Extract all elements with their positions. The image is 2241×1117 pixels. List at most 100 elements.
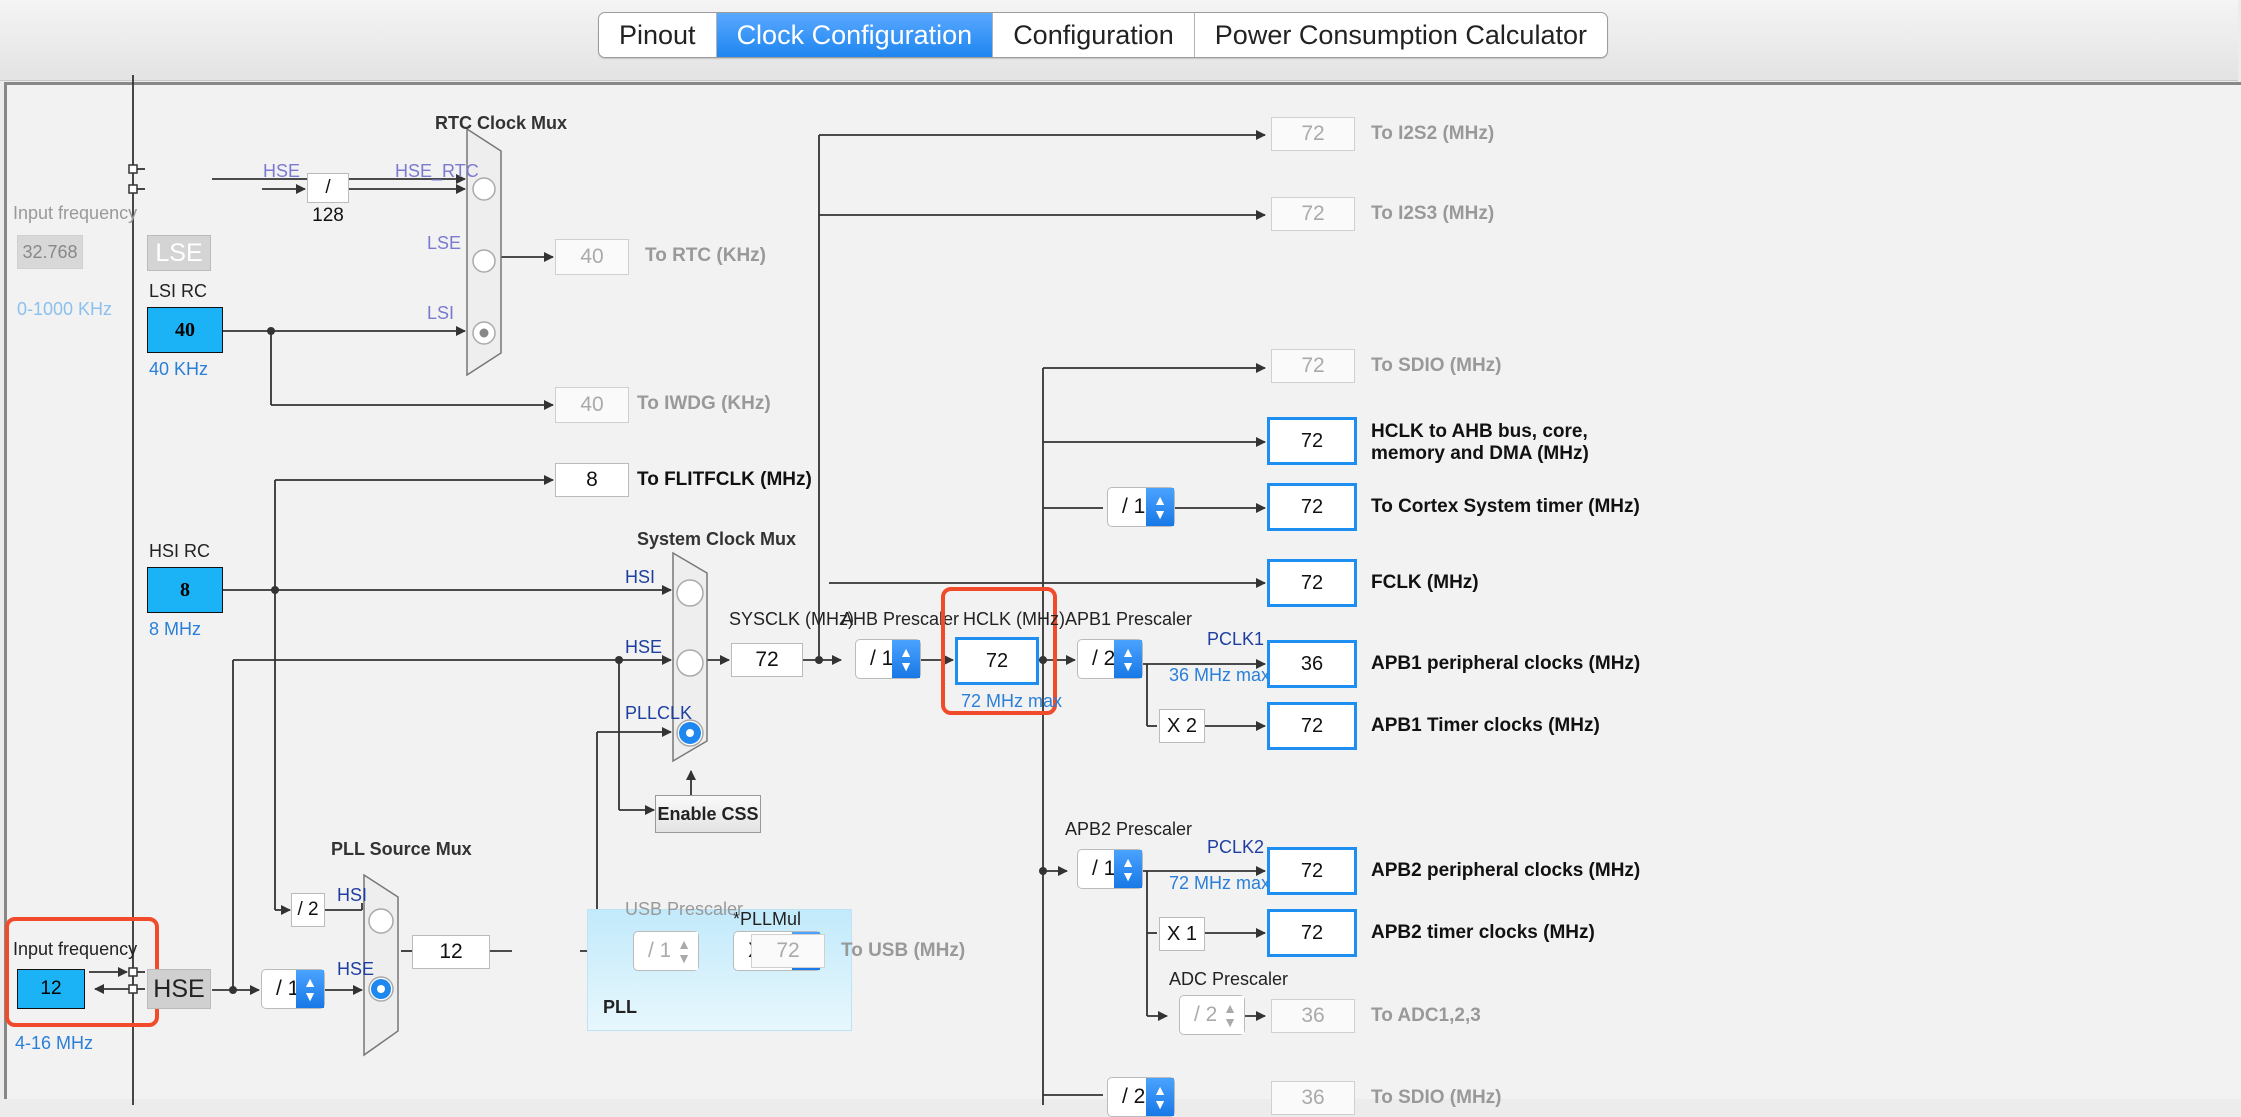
apb2-max-label: 72 MHz max — [1169, 873, 1271, 893]
apb1-peripheral-output-value[interactable]: 36 — [1267, 640, 1357, 688]
sysclk-value: 72 — [731, 643, 803, 677]
apb2-timer-destination-label: APB2 timer clocks (MHz) — [1371, 922, 1595, 943]
sdio-destination-label: To SDIO (MHz) — [1371, 355, 1502, 376]
tab-clock-configuration[interactable]: Clock Configuration — [716, 13, 994, 57]
hse-input-frequency-label: Input frequency — [13, 939, 138, 959]
sdio2-destination-label: To SDIO (MHz) — [1371, 1087, 1502, 1108]
lse-oscillator-box: LSE — [147, 235, 211, 271]
lsi-rc-box[interactable]: 40 — [147, 307, 223, 353]
fclk-output-value[interactable]: 72 — [1267, 559, 1357, 607]
apb1-timer-multiplier: X 2 — [1159, 709, 1205, 743]
adc-prescaler-label: ADC Prescaler — [1169, 969, 1289, 989]
sdio-prescaler-select[interactable]: / 2 ▲▼ — [1107, 1077, 1175, 1117]
fclk-destination-label: FCLK (MHz) — [1371, 572, 1479, 593]
apb2-timer-multiplier: X 1 — [1159, 917, 1205, 951]
iwdg-destination-label: To IWDG (KHz) — [637, 393, 771, 414]
apb1-timer-destination-label: APB1 Timer clocks (MHz) — [1371, 715, 1600, 736]
usb-prescaler-value: / 1 — [648, 939, 672, 962]
chevron-up-down-icon: ▲▼ — [1146, 488, 1174, 526]
rtc-destination-label: To RTC (KHz) — [645, 245, 767, 266]
hclk-max-label: 72 MHz max — [961, 691, 1063, 711]
usb-destination-label: To USB (MHz) — [841, 940, 966, 961]
apb2-peripheral-output-value[interactable]: 72 — [1267, 847, 1357, 895]
clock-tree-canvas: Input frequency 32.768 0-1000 KHz LSE LS… — [4, 75, 2241, 1117]
tab-power-consumption-calculator[interactable]: Power Consumption Calculator — [1214, 20, 1587, 50]
hclk-ahb-output-value[interactable]: 72 — [1267, 417, 1357, 465]
hse-frequency-input[interactable]: 12 — [17, 969, 85, 1009]
lse-frequency-input[interactable]: 32.768 — [17, 235, 83, 269]
ahb-prescaler-label: AHB Prescaler — [841, 609, 960, 629]
flitfclk-output-value: 8 — [555, 463, 629, 497]
apb1-prescaler-label: APB1 Prescaler — [1065, 609, 1193, 629]
adc-prescaler-value: / 2 — [1194, 1003, 1218, 1026]
hsi-rc-label: HSI RC — [149, 541, 211, 561]
hsi-frequency-label: 8 MHz — [149, 619, 202, 639]
tab-bar: Pinout Clock Configuration Configuration… — [0, 0, 2238, 81]
chevron-up-down-icon: ▲▼ — [296, 970, 324, 1008]
hclk-ahb-destination-label-line2: memory and DMA (MHz) — [1371, 443, 1589, 464]
sysmux-pllclk-label: PLLCLK — [625, 703, 693, 723]
hsi-rc-box[interactable]: 8 — [147, 567, 223, 613]
apb2-peripheral-destination-label: APB2 peripheral clocks (MHz) — [1371, 860, 1641, 881]
iwdg-output-value: 40 — [555, 387, 629, 423]
usb-output-value: 72 — [751, 934, 825, 968]
apb1-prescaler-value: / 2 — [1092, 647, 1116, 670]
lse-input-frequency-label: Input frequency — [13, 203, 138, 223]
cortex-destination-label: To Cortex System timer (MHz) — [1371, 496, 1640, 517]
cortex-output-value[interactable]: 72 — [1267, 483, 1357, 531]
ahb-prescaler-select[interactable]: / 1 ▲▼ — [855, 639, 921, 679]
tab-pinout[interactable]: Pinout — [599, 13, 717, 57]
chevron-up-down-icon: ▲▼ — [1216, 996, 1244, 1034]
rtc-output-value: 40 — [555, 239, 629, 275]
chevron-up-down-icon: ▲▼ — [1146, 1078, 1174, 1116]
i2s2-destination-label: To I2S2 (MHz) — [1371, 123, 1495, 144]
hse-oscillator-box: HSE — [147, 969, 211, 1009]
sdio-prescaler-value: / 2 — [1122, 1085, 1146, 1108]
i2s3-output-value: 72 — [1271, 197, 1355, 231]
rtc-lse-label: LSE — [427, 233, 462, 253]
cortex-prescaler-select[interactable]: / 1 ▲▼ — [1107, 487, 1175, 527]
chevron-up-down-icon: ▲▼ — [892, 640, 920, 678]
apb2-prescaler-label: APB2 Prescaler — [1065, 819, 1193, 839]
rtc-hse-rtc-label: HSE_RTC — [395, 161, 479, 181]
apb1-prescaler-select[interactable]: / 2 ▲▼ — [1077, 639, 1143, 679]
sysclk-label: SYSCLK (MHz) — [729, 609, 855, 629]
usb-prescaler-label: USB Prescaler — [625, 899, 744, 919]
chevron-up-down-icon: ▲▼ — [670, 932, 698, 970]
usb-prescaler-select[interactable]: / 1 ▲▼ — [633, 931, 699, 971]
hse-prescaler-value: / 1 — [276, 977, 300, 1000]
pllsrc-hse-label: HSE — [337, 959, 375, 979]
pll-input-value: 12 — [412, 935, 490, 969]
cortex-prescaler-value: / 1 — [1122, 495, 1146, 518]
lse-range-label: 0-1000 KHz — [17, 299, 113, 319]
rtc-clock-mux-title: RTC Clock Mux — [435, 113, 568, 133]
pll-source-mux — [363, 873, 399, 1057]
pllmul-label: *PLLMul — [733, 909, 802, 929]
pllsrc-hsi-label: HSI — [337, 885, 368, 905]
apb1-timer-output-value[interactable]: 72 — [1267, 702, 1357, 750]
sysmux-hsi-label: HSI — [625, 567, 656, 587]
adc-destination-label: To ADC1,2,3 — [1371, 1005, 1481, 1026]
adc-prescaler-select[interactable]: / 2 ▲▼ — [1179, 995, 1245, 1035]
pll-label: PLL — [603, 997, 637, 1017]
pll-hsi-divider: / 2 — [291, 893, 325, 927]
enable-css-button[interactable]: Enable CSS — [655, 795, 761, 833]
chevron-up-down-icon: ▲▼ — [1114, 850, 1142, 888]
apb2-prescaler-select[interactable]: / 1 ▲▼ — [1077, 849, 1143, 889]
tab-configuration[interactable]: Configuration — [993, 13, 1195, 57]
i2s3-destination-label: To I2S3 (MHz) — [1371, 203, 1495, 224]
tab-group: Pinout Clock Configuration Configuration… — [598, 12, 1608, 58]
pclk2-label: PCLK2 — [1207, 837, 1265, 857]
apb1-max-label: 36 MHz max — [1169, 665, 1271, 685]
hclk-highlight-frame — [941, 587, 1057, 715]
sysmux-hse-label: HSE — [625, 637, 663, 657]
rtc-hse-divider[interactable]: / 128 — [307, 173, 349, 226]
hclk-input[interactable]: 72 — [955, 637, 1039, 685]
flitfclk-destination-label: To FLITFCLK (MHz) — [637, 469, 812, 490]
hclk-ahb-destination-label: HCLK to AHB bus, core, — [1371, 421, 1588, 442]
apb2-timer-output-value[interactable]: 72 — [1267, 909, 1357, 957]
chevron-up-down-icon: ▲▼ — [1114, 640, 1142, 678]
hse-prescaler-select[interactable]: / 1 ▲▼ — [261, 969, 325, 1009]
clock-wires — [89, 75, 1266, 1105]
i2s2-output-value: 72 — [1271, 117, 1355, 151]
